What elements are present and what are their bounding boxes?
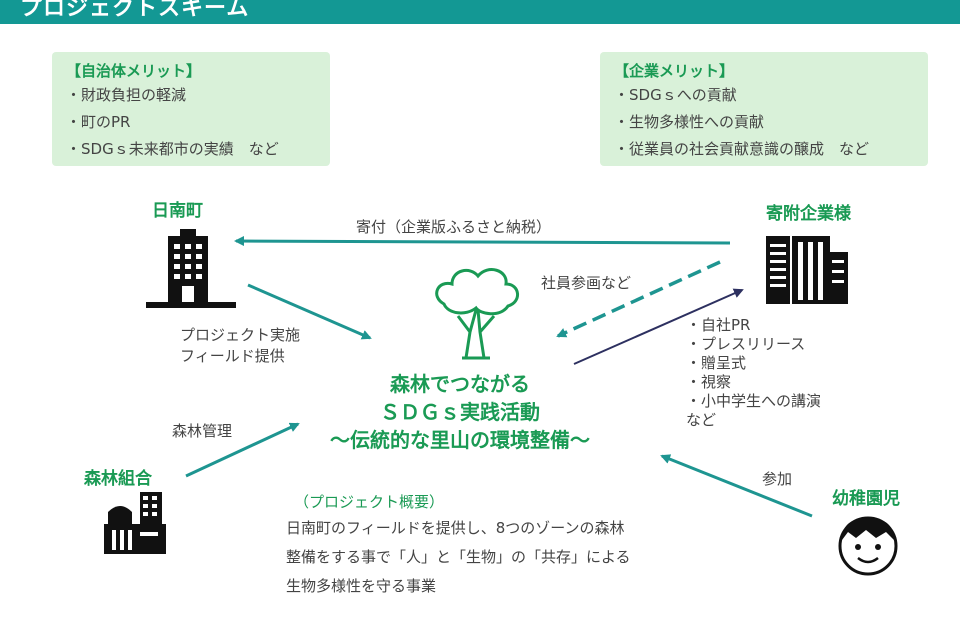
town-office-building-icon: [146, 229, 236, 308]
merit-item: ・町のPR: [66, 113, 131, 131]
benefit-item: ・プレスリリース: [686, 335, 806, 353]
municipality-merit-title: 【自治体メリット】: [66, 62, 202, 80]
merit-item: ・SDGｓへの貢献: [614, 86, 737, 104]
center-title-line: ＳＤＧｓ実践活動: [380, 400, 540, 424]
project-overview: （プロジェクト概要） 日南町のフィールドを提供し、8つのゾーンの森林 整備をする…: [286, 490, 631, 601]
company-building-icon: [766, 236, 848, 304]
town-role-label-2: フィールド提供: [180, 347, 285, 365]
activity-to-company-arrow: [573, 288, 744, 365]
benefit-item: ・小中学生への講演: [686, 392, 822, 410]
benefit-item: ・自社PR: [686, 316, 751, 334]
forest-management-label: 森林管理: [172, 422, 233, 440]
overview-line: 日南町のフィールドを提供し、8つのゾーンの森林: [286, 519, 625, 537]
page-title: プロジェクトスキーム: [20, 0, 250, 21]
company-merit-title: 【企業メリット】: [614, 62, 735, 80]
center-title-line: 森林でつながる: [390, 372, 530, 396]
benefit-item: など: [686, 411, 717, 429]
forest-union-to-activity-arrow: [185, 422, 300, 478]
overview-line: 生物多様性を守る事業: [286, 577, 437, 595]
benefit-item: ・視察: [686, 373, 732, 391]
merit-item: ・生物多様性への貢献: [614, 113, 765, 131]
company-label: 寄附企業様: [766, 204, 851, 224]
forest-union-building-icon: [104, 492, 166, 554]
town-to-activity-arrow: [247, 283, 372, 340]
municipality-merit-box: 【自治体メリット】 ・財政負担の軽減 ・町のPR ・SDGｓ未来都市の実績 など: [52, 52, 330, 166]
forest-union-label: 森林組合: [84, 469, 152, 489]
merit-item: ・SDGｓ未来都市の実績 など: [66, 140, 279, 158]
town-role-label-1: プロジェクト実施: [180, 326, 301, 344]
child-face-icon: [838, 516, 898, 576]
kindergarten-to-activity-arrow: [660, 454, 813, 518]
kindergarten-label: 幼稚園児: [832, 489, 900, 509]
center-title-line: ～伝統的な里山の環境整備～: [330, 428, 590, 452]
overview-line: 整備をする事で「人」と「生物」の「共存」による: [286, 548, 631, 566]
benefit-item: ・贈呈式: [686, 354, 747, 372]
center-title: 森林でつながる ＳＤＧｓ実践活動 ～伝統的な里山の環境整備～: [300, 370, 620, 454]
donation-label: 寄付（企業版ふるさと納税）: [356, 218, 552, 236]
employee-participation-arrow: [556, 260, 721, 338]
employee-participation-label: 社員参画など: [541, 274, 632, 292]
overview-heading: （プロジェクト概要）: [294, 493, 445, 511]
company-benefits-list: ・自社PR ・プレスリリース ・贈呈式 ・視察 ・小中学生への講演 など: [686, 316, 821, 430]
participation-label: 参加: [762, 470, 793, 488]
merit-item: ・財政負担の軽減: [66, 86, 187, 104]
tree-icon: [435, 268, 519, 360]
donation-arrow: [234, 236, 731, 247]
company-merit-box: 【企業メリット】 ・SDGｓへの貢献 ・生物多様性への貢献 ・従業員の社会貢献意…: [600, 52, 928, 166]
merit-item: ・従業員の社会貢献意識の醸成 など: [614, 140, 870, 158]
town-label: 日南町: [152, 201, 203, 221]
header-bar: プロジェクトスキーム: [0, 0, 960, 24]
